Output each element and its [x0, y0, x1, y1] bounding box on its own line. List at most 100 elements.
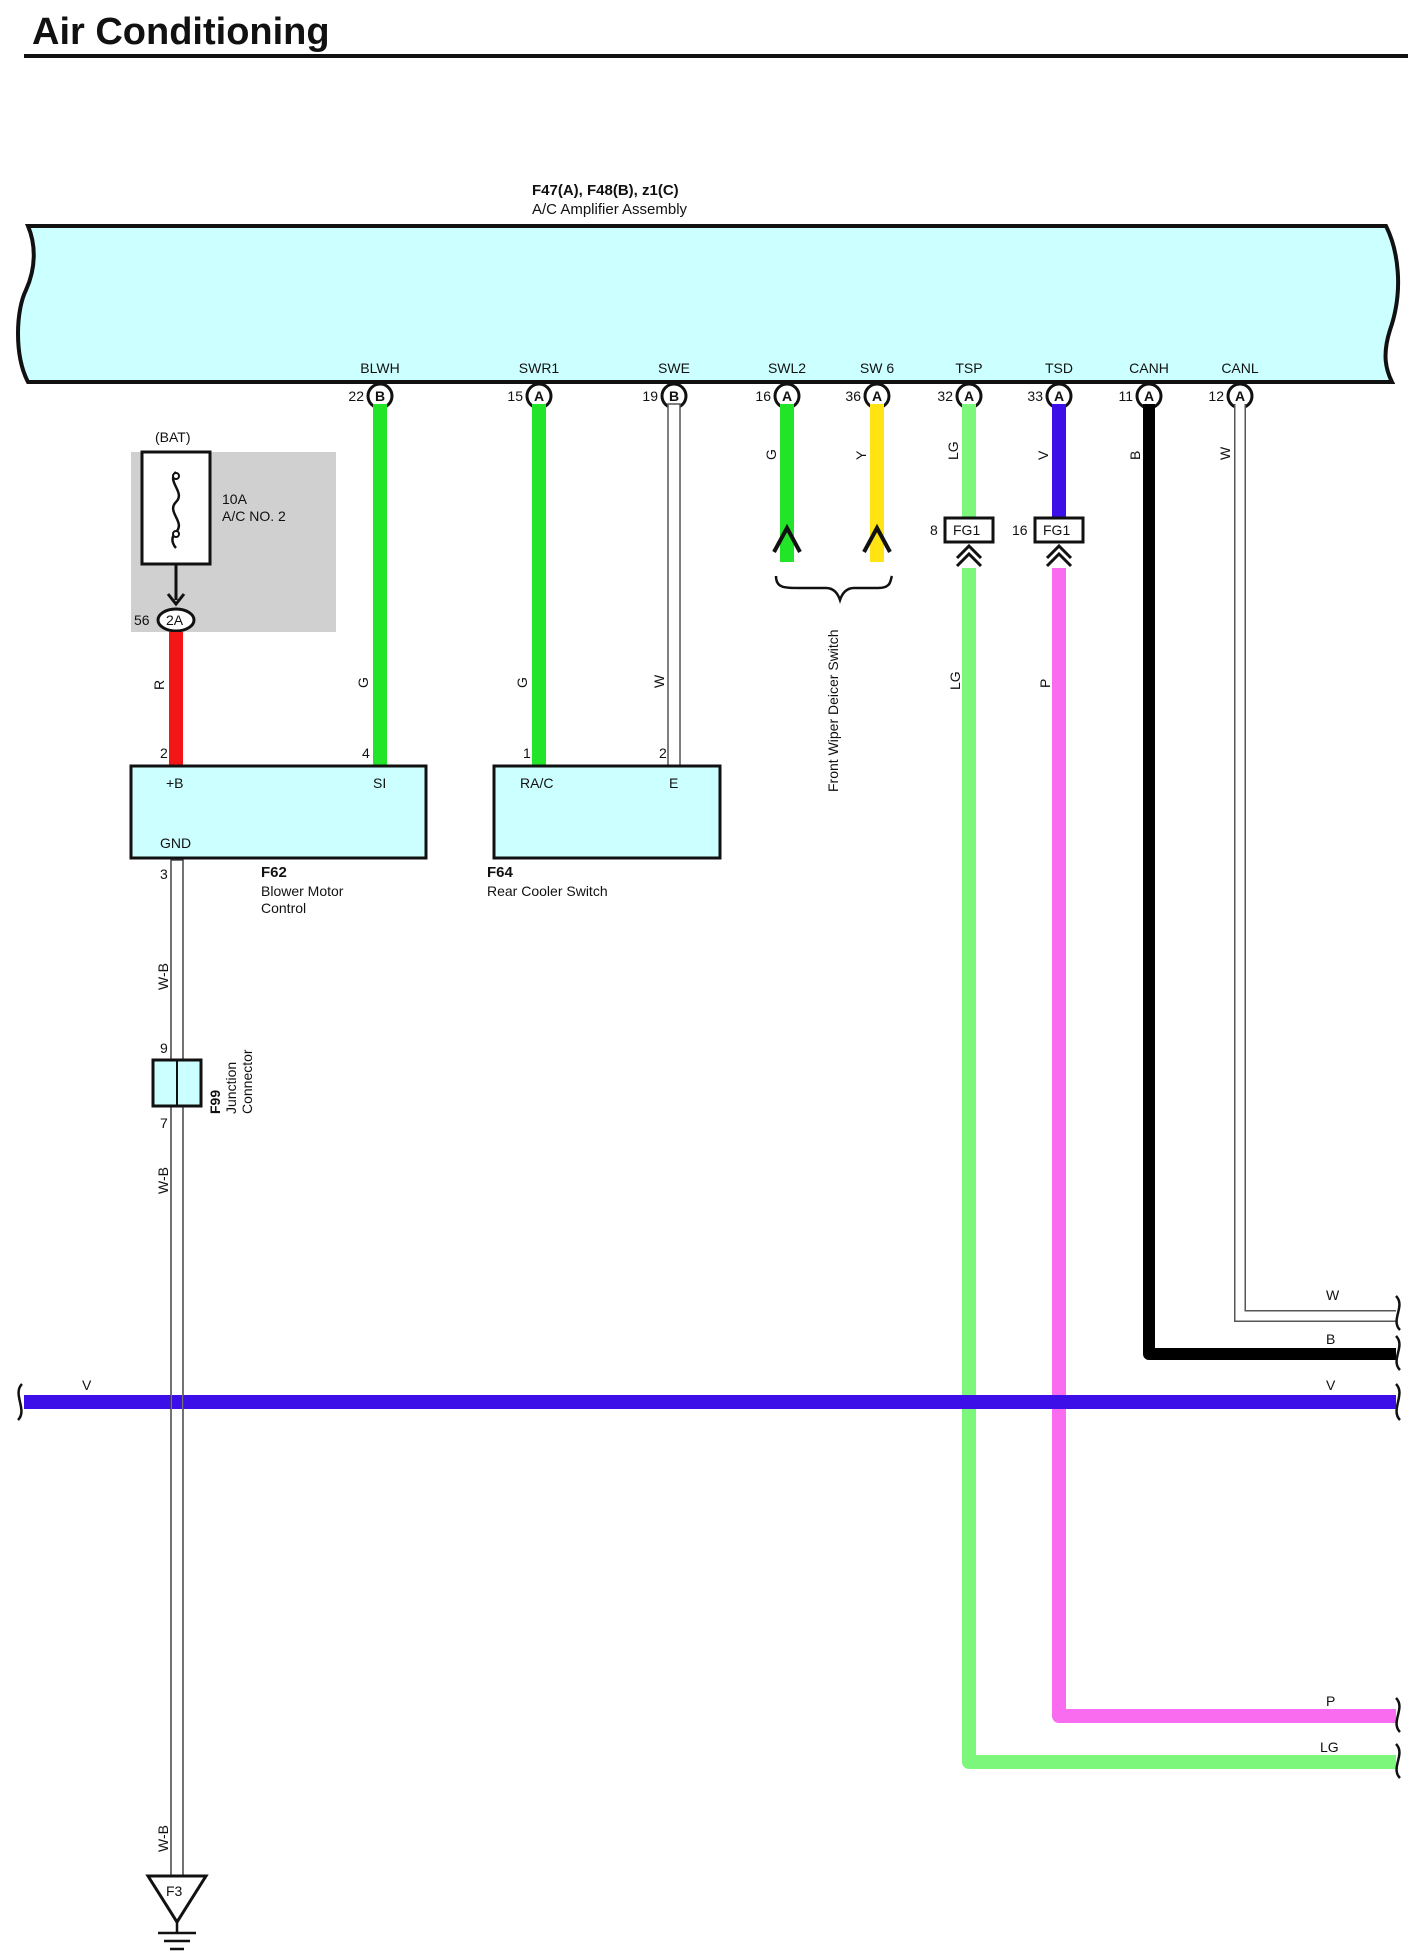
wire-swr1-label: G	[514, 677, 530, 688]
terminal-conn-swl2: A	[782, 388, 792, 404]
bus-over-ground	[172, 1395, 182, 1409]
fg1-connector-tsd	[1033, 516, 1085, 544]
blower-name-2: Control	[261, 900, 306, 916]
wire-swe	[667, 403, 681, 767]
terminal-name-swr1: SWR1	[519, 360, 560, 376]
junction-name-1: Junction	[223, 1062, 239, 1114]
terminal-conn-tsp: A	[964, 388, 974, 404]
squiggle-tsp	[1394, 1743, 1402, 1779]
rear-cooler-pin-e: 2	[659, 745, 667, 761]
wire-tsd-upper	[1052, 404, 1066, 522]
wire-blwh	[373, 404, 387, 766]
wire-swl2	[780, 404, 794, 562]
exit-label-canh: B	[1326, 1331, 1335, 1347]
amplifier-name: A/C Amplifier Assembly	[532, 201, 688, 218]
fuse-conn-label: 2A	[166, 612, 184, 628]
terminal-pin-tsp: 32	[937, 388, 953, 404]
junction-pin-top: 9	[160, 1040, 168, 1056]
terminal-pin-swe: 19	[642, 388, 658, 404]
wire-canl-outer	[1234, 404, 1396, 1322]
wire-tsd-color: V	[1035, 450, 1051, 460]
terminal-conn-blwh: B	[375, 388, 385, 404]
fg1-pin-tsp: 8	[930, 522, 938, 538]
wire-swe-label: W	[651, 674, 667, 688]
wire-tsp-upper	[962, 404, 976, 522]
terminal-name-canh: CANH	[1129, 360, 1169, 376]
wire-tsp-color: LG	[945, 441, 961, 460]
wire-red-label: R	[151, 680, 167, 690]
exit-label-tsd: P	[1326, 1693, 1335, 1709]
title-underline	[24, 54, 1408, 58]
squiggle-tsd	[1394, 1697, 1402, 1733]
junction-name-2: Connector	[239, 1049, 255, 1114]
page-title: Air Conditioning	[32, 11, 330, 53]
deicer-name: Front Wiper Deicer Switch	[825, 629, 841, 792]
wire-lg-label: LG	[947, 671, 963, 690]
wire-canh-color: B	[1127, 451, 1143, 460]
fg1-chevron-tsd	[1045, 543, 1073, 568]
wire-wb-ground	[170, 859, 184, 1881]
wire-swr1	[532, 404, 546, 766]
terminal-pin-swr1: 15	[507, 388, 523, 404]
ground-triangle	[145, 1874, 209, 1925]
fuse-terminal-top	[172, 472, 180, 480]
terminal-conn-canl: A	[1235, 388, 1245, 404]
exit-label-tsp: LG	[1320, 1739, 1339, 1755]
terminal-name-tsd: TSD	[1045, 360, 1073, 376]
fg1-chevron-tsp	[955, 543, 983, 568]
wire-sw6	[870, 404, 884, 562]
wire-sw6-color: Y	[853, 450, 869, 460]
blower-pin-gnd: 3	[160, 866, 168, 882]
wire-wb-label-1: W-B	[155, 963, 171, 990]
fg1-label-tsp: FG1	[953, 522, 980, 538]
wire-red	[169, 632, 183, 766]
exit-label-bus: V	[1326, 1377, 1336, 1393]
fuse-connector	[156, 607, 196, 633]
exit-label-canl: W	[1326, 1287, 1340, 1303]
rear-cooler-terminal-rac: RA/C	[520, 775, 553, 791]
fg1-connector-tsp	[943, 516, 995, 544]
fg1-pin-tsd: 16	[1012, 522, 1028, 538]
squiggle-canh	[1394, 1335, 1402, 1371]
terminal-conn-canh: A	[1144, 388, 1154, 404]
fuse-arrow	[166, 593, 186, 607]
terminal-conn-swr1: A	[534, 388, 544, 404]
fuse-body	[140, 450, 212, 566]
blower-id: F62	[261, 864, 287, 881]
fuse-name: A/C NO. 2	[222, 508, 286, 524]
squiggle-bus-left	[16, 1383, 24, 1421]
wire-canl-inner	[1235, 404, 1396, 1321]
terminal-name-canl: CANL	[1221, 360, 1259, 376]
deicer-arrow-left	[772, 523, 802, 553]
wire-lg-run	[962, 568, 1396, 1769]
terminal-conn-tsd: A	[1054, 388, 1064, 404]
rear-cooler-pin-rac: 1	[523, 745, 531, 761]
bus-v	[24, 1395, 1396, 1409]
fuse-rating: 10A	[222, 491, 248, 507]
blower-pin-b: 2	[160, 745, 168, 761]
blower-name-1: Blower Motor	[261, 883, 344, 899]
terminal-pin-sw6: 36	[845, 388, 861, 404]
blower-terminal-b: +B	[166, 775, 184, 791]
terminal-pin-blwh: 22	[348, 388, 364, 404]
wire-p-run	[1052, 568, 1396, 1723]
terminal-name-swe: SWE	[658, 360, 690, 376]
wire-blwh-label: G	[355, 677, 371, 688]
rear-cooler-terminal-e: E	[669, 775, 678, 791]
fg1-label-tsd: FG1	[1043, 522, 1070, 538]
terminal-pin-tsd: 33	[1027, 388, 1043, 404]
amplifier-box	[16, 224, 1401, 384]
junction-pin-bottom: 7	[160, 1115, 168, 1131]
wire-canh-run	[1143, 404, 1396, 1360]
blower-terminal-si: SI	[373, 775, 386, 791]
bus-label-left: V	[82, 1377, 92, 1393]
squiggle-bus-right	[1394, 1383, 1402, 1421]
terminal-name-tsp: TSP	[955, 360, 982, 376]
squiggle-canl	[1394, 1295, 1402, 1331]
rear-cooler-id: F64	[487, 864, 514, 881]
ground-id: F3	[166, 1883, 183, 1899]
rear-cooler-box	[492, 764, 722, 860]
terminal-conn-sw6: A	[872, 388, 882, 404]
terminal-conn-swe: B	[669, 388, 679, 404]
